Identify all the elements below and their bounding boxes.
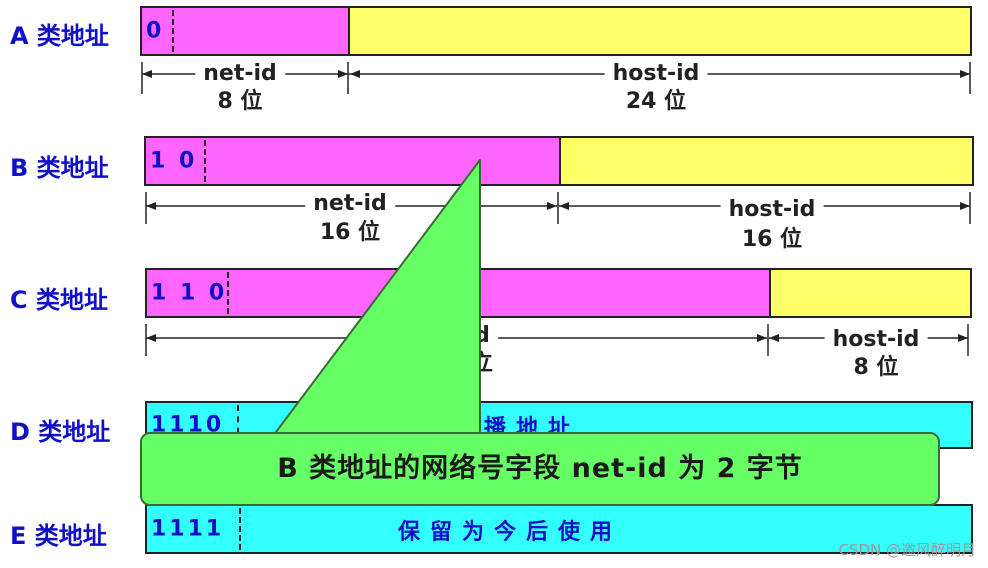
class-e-divider xyxy=(239,508,241,550)
class-b-prefix-bits: 1 0 xyxy=(150,148,198,174)
class-b-divider xyxy=(204,140,206,182)
class-e-label: E 类地址 xyxy=(10,522,107,550)
class-c-host-id-label: host-id xyxy=(824,326,928,354)
class-a-net-id-label: net-id xyxy=(195,60,285,88)
class-a-divider xyxy=(172,10,174,52)
callout-box xyxy=(140,432,940,506)
class-a-bar: 0 xyxy=(140,6,972,56)
class-d-divider xyxy=(237,405,239,445)
callout-text: B 类地址的网络号字段 net-id 为 2 字节 xyxy=(277,453,803,484)
class-a-net-segment xyxy=(142,8,348,54)
class-a-host-segment xyxy=(348,8,970,54)
class-c-host-bits: 8 位 xyxy=(853,355,899,380)
class-e-bar: 1111 xyxy=(145,504,973,554)
class-b-host-bits: 16 位 xyxy=(741,227,803,252)
class-c-label: C 类地址 xyxy=(10,286,108,314)
class-b-net-bits: 16 位 xyxy=(319,220,381,245)
class-a-net-bits: 8 位 xyxy=(217,89,263,114)
class-b-label: B 类地址 xyxy=(10,154,109,182)
class-b-net-id-label: net-id xyxy=(305,190,395,218)
class-b-net-segment xyxy=(146,138,559,184)
class-b-bar: 1 0 xyxy=(144,136,974,186)
class-a-host-id-label: host-id xyxy=(604,60,708,88)
class-a-prefix-bits: 0 xyxy=(146,18,165,44)
class-e-description: 保留为今后使用 xyxy=(398,520,623,545)
class-c-divider xyxy=(227,272,229,314)
watermark: CSDN @邀风醉明月 xyxy=(838,541,976,559)
class-c-host-segment xyxy=(769,270,970,316)
class-a-label: A 类地址 xyxy=(10,22,109,50)
class-e-segment xyxy=(147,506,971,552)
class-c-prefix-bits: 1 1 0 xyxy=(151,280,228,306)
class-b-host-segment xyxy=(559,138,972,184)
class-e-prefix-bits: 1111 xyxy=(151,516,225,542)
class-d-label: D 类地址 xyxy=(10,418,111,446)
class-a-host-bits: 24 位 xyxy=(625,89,687,114)
class-b-host-id-label: host-id xyxy=(720,196,824,224)
